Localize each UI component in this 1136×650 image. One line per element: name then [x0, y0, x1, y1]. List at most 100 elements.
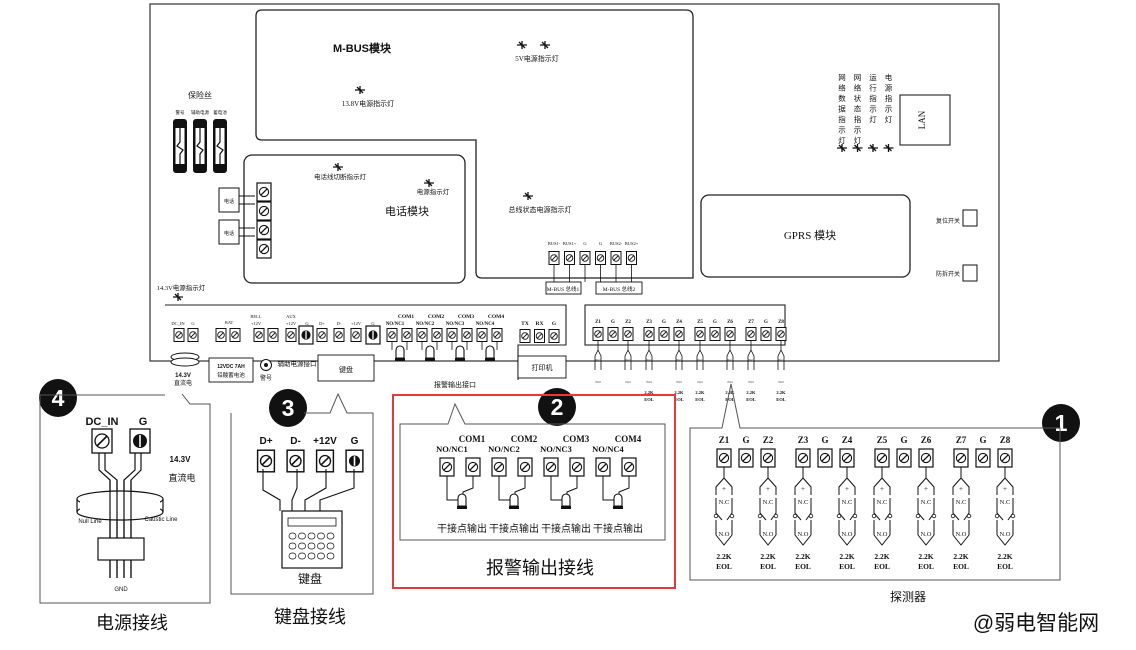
- screw-terminal: [446, 328, 458, 342]
- strip-label-bat: BAT: [225, 320, 234, 325]
- c4-voltage: 14.3V: [170, 455, 192, 464]
- fuse-label-1: 警号: [176, 109, 185, 116]
- c1-zone-label: Z1: [719, 435, 730, 445]
- c1-nc-label: N.C: [956, 499, 967, 506]
- reset-switch[interactable]: [962, 209, 978, 227]
- mbus-terminal-label: BUS2+: [625, 241, 639, 246]
- c3-term-label: G: [351, 436, 359, 447]
- c2-output-bulb-icon: [612, 493, 624, 510]
- c1-plus-mark: +: [766, 485, 770, 493]
- c1-eol-label: EOL: [874, 562, 890, 571]
- indicator-label-char: 网: [854, 73, 862, 82]
- badge-1: 1: [1042, 404, 1080, 442]
- c1-zone-label: Z3: [798, 435, 809, 445]
- screw-terminal: [476, 328, 488, 342]
- strip-label-aux-g: G: [305, 321, 309, 326]
- c1-plus-mark: +: [845, 485, 849, 493]
- screw-terminal: [173, 328, 185, 342]
- aux-power-label: 辅助电源接口: [278, 359, 317, 368]
- indicator-label-char: 指: [869, 93, 877, 103]
- c1-zone-label: G: [742, 435, 749, 445]
- zone-strip-label: Z8: [778, 320, 784, 325]
- screw-terminal: [333, 328, 345, 342]
- zone-strip-label: Z3: [646, 320, 652, 325]
- c1-eol-value: 2.2K: [953, 552, 968, 561]
- mbus-terminal-label: BUS1+: [563, 241, 577, 246]
- alarm-output-label: 报警输出接口: [434, 380, 476, 389]
- zone-nc-mini: N.C: [647, 358, 652, 362]
- keypad-key: [298, 542, 306, 550]
- strip-label-nonc: NO/NC4: [476, 322, 495, 327]
- indicator-label-char: 灯: [885, 114, 893, 124]
- c1-zone-label: Z4: [842, 435, 853, 445]
- c2-dry-contact-label: 干接点输出: [489, 522, 539, 535]
- screw-terminal: [267, 328, 279, 342]
- c2-screw-terminal: [439, 457, 455, 477]
- c4-term-dc: DC_IN: [85, 416, 118, 428]
- strip-label-kbd: G: [371, 321, 375, 326]
- zone-strip-label: G: [713, 320, 717, 325]
- c1-eol-value: 2.2K: [874, 552, 889, 561]
- c1-eol-label: EOL: [997, 562, 1013, 571]
- zone-eol-mini: EOL: [695, 397, 705, 402]
- c1-eol-value: 2.2K: [760, 552, 775, 561]
- zone-no-mini: N.O: [727, 380, 733, 384]
- zone-strip-label: G: [662, 320, 666, 325]
- mbus-screw-terminal: [579, 251, 591, 265]
- keypad-key: [307, 532, 316, 540]
- screw-terminal: [416, 328, 428, 342]
- c1-screw-terminal: [918, 448, 934, 468]
- zone-strip-label: Z4: [676, 320, 682, 325]
- fuse-icon: [213, 119, 227, 173]
- c1-screw-terminal: [975, 448, 991, 468]
- c1-no-label: N.O: [797, 531, 808, 538]
- indicator-label-char: 源: [885, 84, 893, 93]
- c2-nonc-label: NO/NC2: [488, 444, 520, 454]
- badge-3: 3: [269, 389, 307, 427]
- mbus-screw-terminal: [564, 251, 575, 265]
- badge-3-number: 3: [282, 395, 295, 421]
- zone-screw-terminal: [760, 327, 772, 341]
- zone-eol-value-mini: 2.2K: [725, 390, 735, 395]
- c1-eol-value: 2.2K: [716, 552, 731, 561]
- zone-eol-value-mini: 2.2K: [776, 390, 786, 395]
- indicator-label-char: 指: [838, 114, 846, 124]
- indicator-label-char: 示: [869, 105, 877, 114]
- indicator-label-char: 状: [854, 93, 862, 103]
- indicator-label-char: 示: [854, 126, 862, 135]
- c1-eol-label: EOL: [716, 562, 732, 571]
- strip-label-nonc: NO/NC2: [416, 322, 435, 327]
- fuse-group: 保险丝 警号 辅助电源 蓄电池: [173, 90, 227, 173]
- keypad-key: [298, 532, 306, 540]
- led-phone-power-label: 电源指示灯: [417, 187, 450, 196]
- keypad-key: [317, 552, 325, 560]
- keypad-key: [317, 542, 325, 550]
- c2-com-label: COM3: [563, 434, 590, 444]
- zone-nc-mini: N.C: [698, 358, 703, 362]
- fuse-label-3: 蓄电池: [213, 109, 227, 116]
- zone-screw-terminal: [658, 327, 670, 341]
- zone-screw-terminal: [775, 327, 787, 341]
- keypad-label: 键盘: [339, 365, 353, 374]
- tamper-switch[interactable]: [962, 264, 978, 282]
- c1-plus-mark: +: [924, 485, 928, 493]
- c1-nc-label: N.C: [798, 499, 809, 506]
- c2-screw-terminal: [465, 457, 481, 477]
- callout-alarm-output[interactable]: COM1NO/NC1干接点输出COM2NO/NC2干接点输出COM3NO/NC3…: [392, 394, 676, 589]
- zone-no-mini: N.O: [748, 380, 754, 384]
- mbus-terminal-label: BUS2-: [610, 241, 623, 246]
- keypad-key: [326, 532, 335, 540]
- zone-strip-label: G: [611, 320, 615, 325]
- fuse-icon: [193, 119, 207, 173]
- c1-nc-label: N.C: [877, 499, 888, 506]
- fuse-title: 保险丝: [188, 90, 212, 100]
- indicator-label-char: 灯: [838, 135, 846, 145]
- screw-terminal: [285, 328, 297, 342]
- c2-output-bulb-icon: [560, 493, 572, 510]
- keypad-key: [326, 542, 335, 550]
